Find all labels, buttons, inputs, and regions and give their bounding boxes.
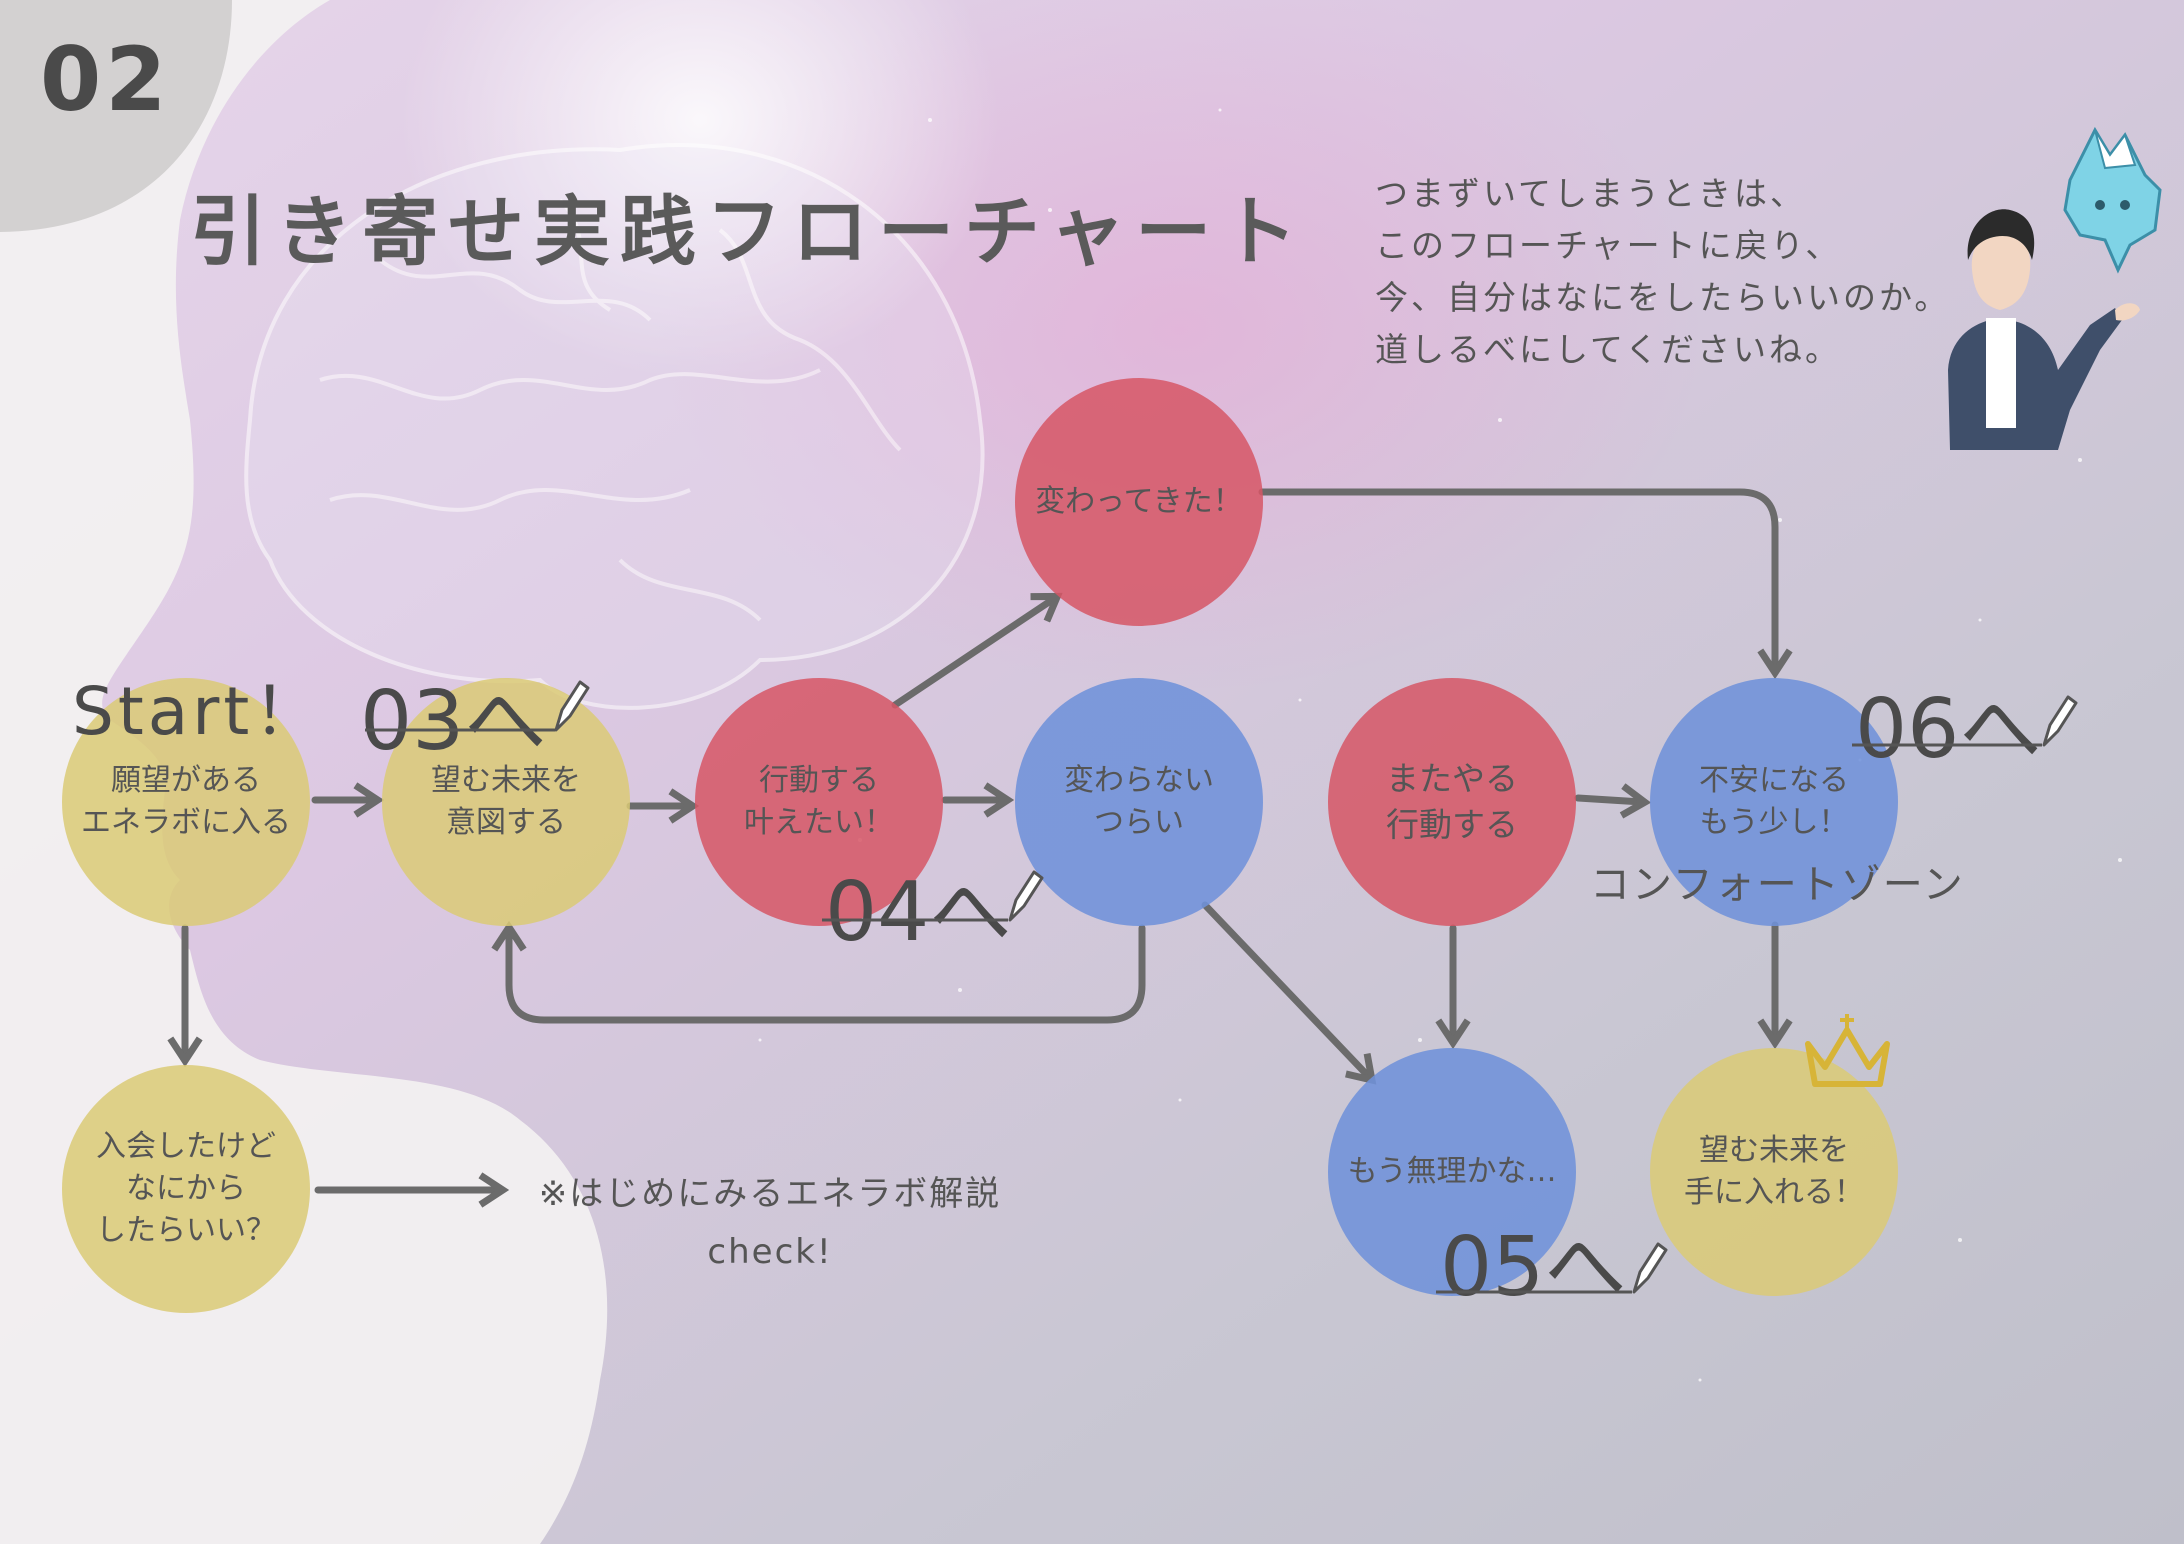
arrow-notchanged-intend [509,928,1146,1024]
node-text: 手に入れる！ [1684,1175,1864,1210]
node-text: もう少し！ [1699,805,1849,840]
node-text: 不安になる [1699,763,1849,798]
node-text: つらい [1094,805,1184,840]
node-again: またやる 行動する [1328,678,1576,926]
arrow-again-anxious [1574,798,1642,802]
comfort-zone-label: コンフォートゾーン [1590,862,1965,908]
node-text: したらいい？ [96,1213,276,1248]
note-line: ※はじめにみるエネラボ解説 [538,1174,1002,1214]
node-text: 行動する [1386,805,1518,844]
page-number: 02 [40,28,171,131]
node-text: 変わってきた！ [1035,484,1243,519]
node-act: 行動する 叶えたい！ [695,678,943,926]
node-wish: 願望がある エネラボに入る [62,678,310,926]
node-text: もう無理かな… [1347,1154,1557,1189]
arrow-changed-anxious [1258,488,1775,670]
note-text: ※はじめにみるエネラボ解説 check! [515,1165,1025,1281]
node-joined: 入会したけど なにから したらいい？ [62,1065,310,1313]
arrow-notchanged-giveup [1201,901,1370,1078]
goto-label: 05へ [1440,1220,1627,1315]
node-text: 行動する [759,763,879,798]
node-text: なにから [126,1171,246,1206]
node-changed: 変わってきた！ [1015,378,1263,626]
start-label: Start！ [72,673,324,750]
pencil-icon [554,680,2078,1294]
node-text: またやる [1386,759,1518,798]
node-text: 変わらない [1064,763,1214,798]
goto-05: 05へ [1440,1200,1626,1319]
node-text: エネラボに入る [81,805,291,840]
node-text: 意図する [446,805,566,840]
goto-04: 04へ [825,845,1011,964]
intro-line: このフローチャートに戻り、 [1375,226,1842,265]
node-text: 入会したけど [96,1129,276,1164]
crown-icon [1805,1014,1890,1087]
node-intend: 望む未来を 意図する [382,678,630,926]
node-anxious: 不安になる もう少し！ [1650,678,1898,926]
intro-text: つまずいてしまうときは、 このフローチャートに戻り、 今、自分はなにをしたらいい… [1375,168,1975,376]
iceberg-icon [2063,126,2162,274]
brain-image [244,143,985,710]
node-text: 叶えたい！ [744,805,894,840]
arrow-act-changed [891,598,1055,709]
intro-line: 道しるべにしてくださいね。 [1375,330,1842,369]
goto-label: 03へ [360,674,547,769]
goto-label: 06へ [1855,682,2042,777]
goto-label: 04へ [825,865,1012,960]
node-text: 願望がある [111,763,261,798]
node-goal: 望む未来を 手に入れる！ [1650,1048,1898,1296]
page-title: 引き寄せ実践フローチャート [190,187,1308,276]
node-not-changed: 変わらない つらい [1015,678,1263,926]
node-text: 望む未来を [431,763,581,798]
intro-line: 今、自分はなにをしたらいいのか。 [1375,278,1951,317]
note-line: check! [707,1232,833,1272]
node-giveup: もう無理かな… [1328,1048,1576,1296]
page-number-tab [0,0,232,232]
intro-line: つまずいてしまうときは、 [1375,174,1807,213]
node-text: 望む未来を [1699,1133,1849,1168]
goto-06: 06へ [1855,662,2041,781]
person-illustration [1948,126,2162,450]
goto-03: 03へ [360,654,546,773]
